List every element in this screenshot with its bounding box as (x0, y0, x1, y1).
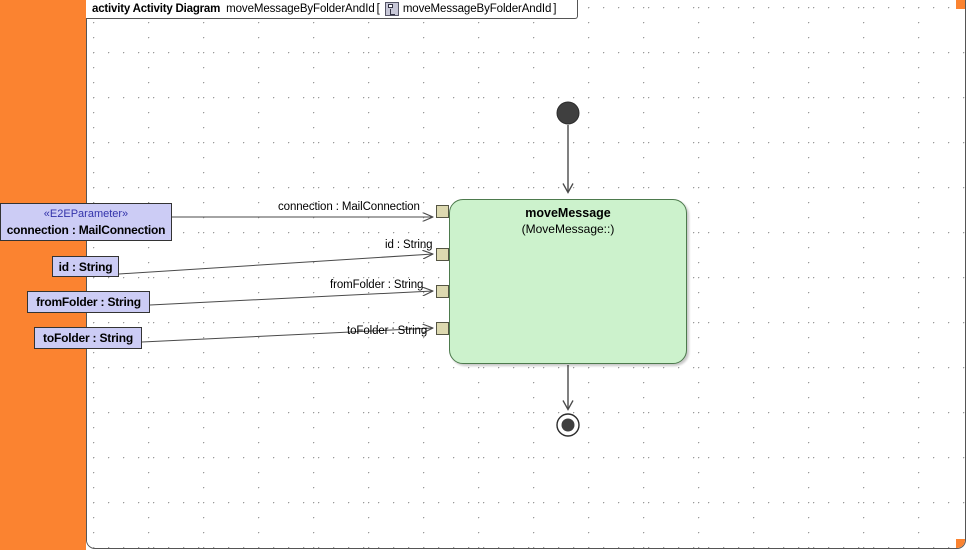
edge-fromFolder (149, 291, 433, 306)
activity-node-moveMessage[interactable]: moveMessage (MoveMessage::) (449, 199, 687, 364)
frame-name: moveMessageByFolderAndId (226, 3, 375, 15)
activity-node-name: moveMessage (525, 206, 611, 220)
frame-title-bar[interactable]: activity Activity Diagram moveMessageByF… (86, 0, 578, 19)
edge-label-connection: connection : MailConnection (278, 201, 420, 213)
activity-classifier-icon (384, 2, 399, 16)
frame-corner-accent-top-right (956, 0, 965, 9)
edge-label-fromFolder: fromFolder : String (330, 279, 424, 291)
edge-label-toFolder: toFolder : String (347, 325, 428, 337)
frame-corner-accent-bottom-right (956, 539, 965, 548)
pin-connection[interactable] (436, 205, 449, 218)
frame-bracket-open: [ (376, 3, 380, 15)
frame-inner-name: moveMessageByFolderAndId (402, 3, 552, 15)
pin-id[interactable] (436, 248, 449, 261)
pin-toFolder[interactable] (436, 322, 449, 335)
param-label-id: id : String (58, 259, 113, 274)
param-label-connection: connection : MailConnection (6, 222, 166, 237)
edge-toFolder (141, 328, 433, 343)
param-node-fromFolder[interactable]: fromFolder : String (27, 291, 150, 313)
frame-bracket-close: ] (553, 3, 557, 15)
initial-node (556, 101, 580, 125)
param-label-fromFolder: fromFolder : String (36, 295, 141, 309)
edge-id (118, 254, 433, 275)
param-label-toFolder: toFolder : String (43, 331, 133, 345)
activity-final-node-inner (561, 418, 575, 432)
param-node-toFolder[interactable]: toFolder : String (34, 327, 142, 349)
pin-fromFolder[interactable] (436, 285, 449, 298)
param-node-id[interactable]: id : String (52, 256, 119, 277)
edge-label-id: id : String (385, 239, 433, 251)
activity-node-qualifier: (MoveMessage::) (521, 222, 615, 236)
param-stereotype-connection: «E2EParameter» (43, 207, 129, 220)
param-node-connection[interactable]: «E2EParameter» connection : MailConnecti… (0, 203, 172, 241)
frame-keyword: activity Activity Diagram (92, 3, 221, 15)
